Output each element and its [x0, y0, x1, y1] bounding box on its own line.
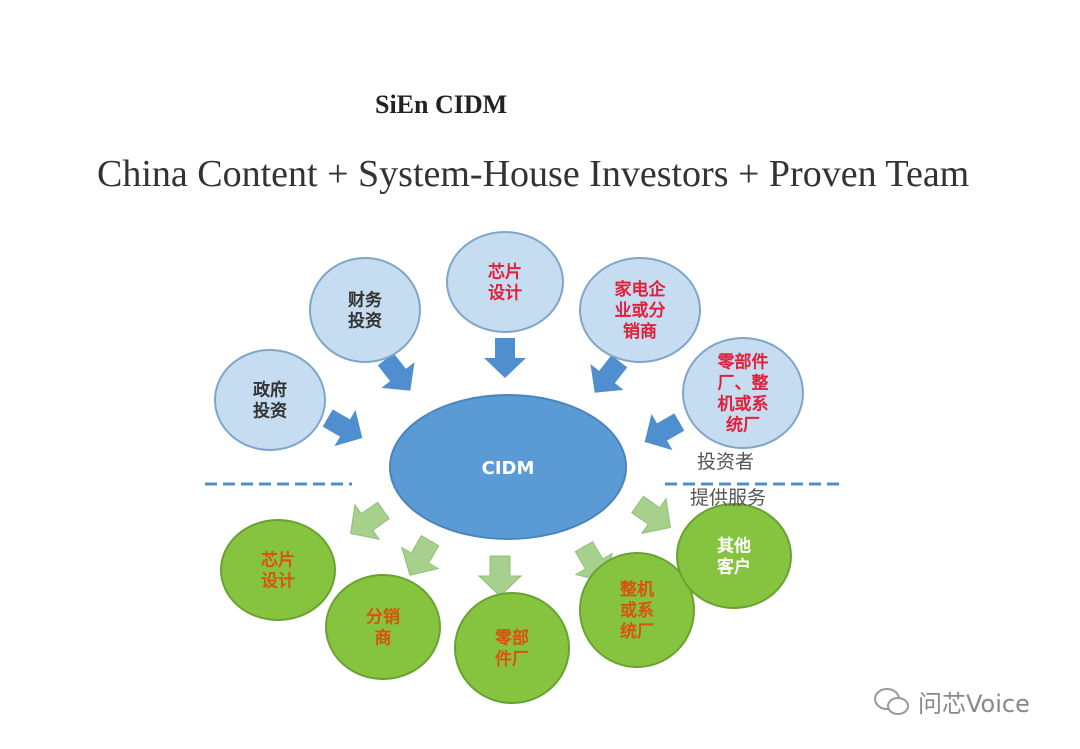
investor-circle [682, 337, 804, 449]
service-circle [579, 552, 695, 668]
arrow-outbound-icon [477, 555, 523, 597]
services-label: 提供服务 [690, 487, 766, 509]
arrow-outbound-icon [400, 534, 440, 576]
service-circle [676, 503, 792, 609]
investor-circle [579, 257, 701, 363]
service-circle [454, 592, 570, 704]
investor-label: 销商 [623, 321, 657, 342]
cidm-center [389, 394, 627, 540]
watermark-text: 问芯Voice [918, 690, 1030, 718]
watermark: 问芯Voice [872, 684, 1030, 719]
service-label: 统厂 [620, 621, 654, 642]
wechat-icon [874, 687, 909, 715]
service-circle [220, 519, 336, 621]
service-label: 设计 [261, 571, 295, 592]
investors-label: 投资者 [697, 451, 754, 473]
headline: China Content + System-House Investors +… [97, 153, 970, 195]
investor-label: 厂、整 [718, 373, 769, 394]
arrow-inbound-icon [484, 338, 526, 378]
arrow-inbound-icon [644, 413, 685, 451]
investor-label: 投资 [253, 401, 287, 422]
service-label: 零部 [494, 628, 529, 649]
brand-title: SiEn CIDM [375, 90, 508, 119]
investor-label: 财务 [347, 290, 383, 311]
service-label: 商 [375, 628, 392, 649]
service-label: 其他 [717, 536, 751, 557]
investor-label: 政府 [253, 380, 287, 401]
service-label: 整机 [620, 579, 654, 600]
service-label: 分销 [366, 607, 400, 628]
arrow-outbound-icon [631, 495, 671, 534]
service-label: 芯片 [261, 550, 295, 571]
arrow-outbound-icon [350, 501, 390, 540]
arrow-inbound-icon [322, 409, 363, 447]
investor-label: 统厂 [726, 415, 760, 436]
service-circle [325, 574, 441, 680]
cidm-label: CIDM [482, 458, 535, 479]
investor-label: 机或系 [718, 394, 769, 415]
investor-label: 投资 [348, 311, 382, 332]
investor-label: 家电企 [615, 279, 667, 300]
investor-circle [214, 349, 326, 451]
investor-label: 设计 [488, 283, 522, 304]
service-label: 或系 [620, 600, 654, 621]
investor-label: 业或分 [615, 300, 666, 321]
investor-circle [309, 257, 421, 363]
arrow-inbound-icon [377, 353, 415, 391]
service-label: 件厂 [495, 649, 529, 670]
investor-label: 芯片 [488, 262, 522, 283]
service-label: 客户 [716, 557, 751, 578]
arrow-inbound-icon [590, 355, 628, 393]
investor-circle [446, 231, 564, 333]
investor-label: 零部件 [717, 352, 769, 373]
